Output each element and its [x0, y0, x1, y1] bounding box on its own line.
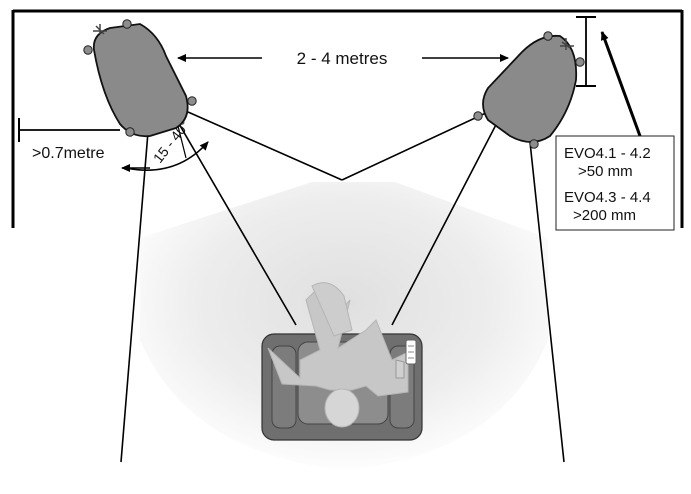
- listening-axis-lines: [120, 111, 565, 463]
- evo-b-value: >200 mm: [573, 207, 636, 224]
- evo-a-model: EVO4.1 - 4.2: [564, 145, 651, 162]
- room-walls: [11, 9, 684, 228]
- right-speaker-icon: [473, 31, 585, 149]
- speaker-distance-dimension: 2 - 4 metres: [177, 49, 509, 68]
- evo-b-model: EVO4.3 - 4.4: [564, 189, 651, 206]
- remote-control-icon: [405, 339, 417, 365]
- rear-wall-gap-dimension: [576, 16, 642, 137]
- wall-distance-label: >0.7metre: [32, 145, 105, 162]
- listener-in-armchair-icon: [261, 282, 423, 441]
- wall-distance-dimension: >0.7metre: [18, 118, 120, 162]
- evo-a-value: >50 mm: [578, 163, 633, 180]
- model-notes-box: EVO4.1 - 4.2 >50 mm EVO4.3 - 4.4 >200 mm: [555, 135, 675, 231]
- left-speaker-icon: [83, 19, 197, 138]
- speaker-distance-label: 2 - 4 metres: [297, 49, 388, 68]
